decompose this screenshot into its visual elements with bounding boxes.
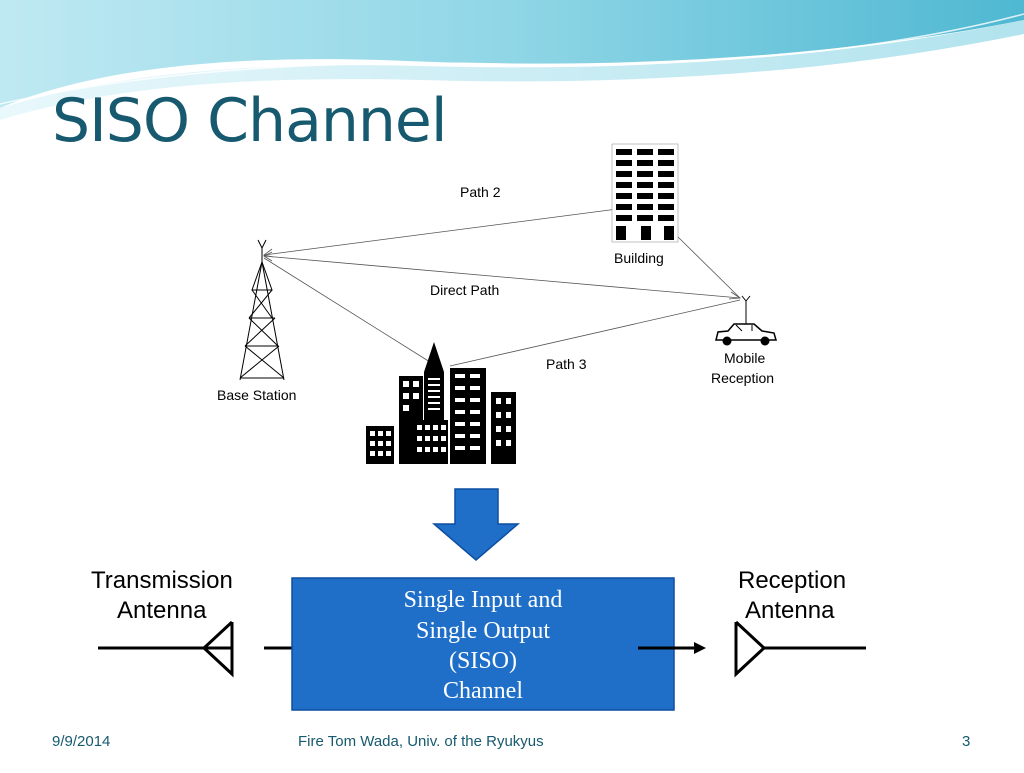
box-text-line4: Channel bbox=[443, 678, 523, 704]
rx-antenna-label-line2: Antenna bbox=[745, 597, 835, 624]
path3-label: Path 3 bbox=[546, 356, 587, 372]
siso-channel-box bbox=[291, 577, 675, 711]
base-station-label: Base Station bbox=[217, 387, 296, 403]
transmission-antenna-icon bbox=[98, 620, 234, 678]
box-text-line1: Single Input and bbox=[404, 587, 563, 613]
footer-date: 9/9/2014 bbox=[52, 733, 111, 750]
mobile-label-line2: Reception bbox=[711, 370, 774, 386]
reception-antenna-icon bbox=[734, 620, 866, 678]
header-wave bbox=[0, 0, 1024, 120]
propagation-paths bbox=[263, 207, 741, 367]
output-arrow-icon bbox=[638, 642, 706, 654]
direct-path-line bbox=[263, 255, 741, 299]
rx-antenna-label-line1: Reception bbox=[738, 567, 846, 594]
tx-antenna-label-line1: Transmission bbox=[91, 567, 233, 594]
building-label: Building bbox=[614, 250, 664, 266]
mobile-label-line1: Mobile bbox=[724, 350, 765, 366]
tx-antenna-label-line2: Antenna bbox=[117, 597, 207, 624]
base-station-tower-icon bbox=[239, 239, 285, 381]
down-arrow-icon bbox=[431, 488, 521, 561]
path3-line-b bbox=[449, 299, 741, 367]
box-text-line3: (SISO) bbox=[449, 648, 517, 674]
direct-path-label: Direct Path bbox=[430, 282, 499, 298]
path-arrowheads bbox=[263, 248, 742, 300]
car-icon bbox=[715, 295, 777, 346]
building-icon bbox=[611, 143, 679, 243]
path3-line-a bbox=[263, 257, 431, 363]
city-windows bbox=[370, 374, 511, 456]
slide-title: SISO Channel bbox=[52, 86, 447, 156]
box-text-line2: Single Output bbox=[416, 618, 550, 644]
footer-author: Fire Tom Wada, Univ. of the Ryukyus bbox=[298, 733, 544, 750]
path2-line-a bbox=[263, 207, 626, 256]
path2-label: Path 2 bbox=[460, 184, 501, 200]
path2-line-b bbox=[675, 234, 741, 299]
page-number: 3 bbox=[962, 733, 971, 750]
